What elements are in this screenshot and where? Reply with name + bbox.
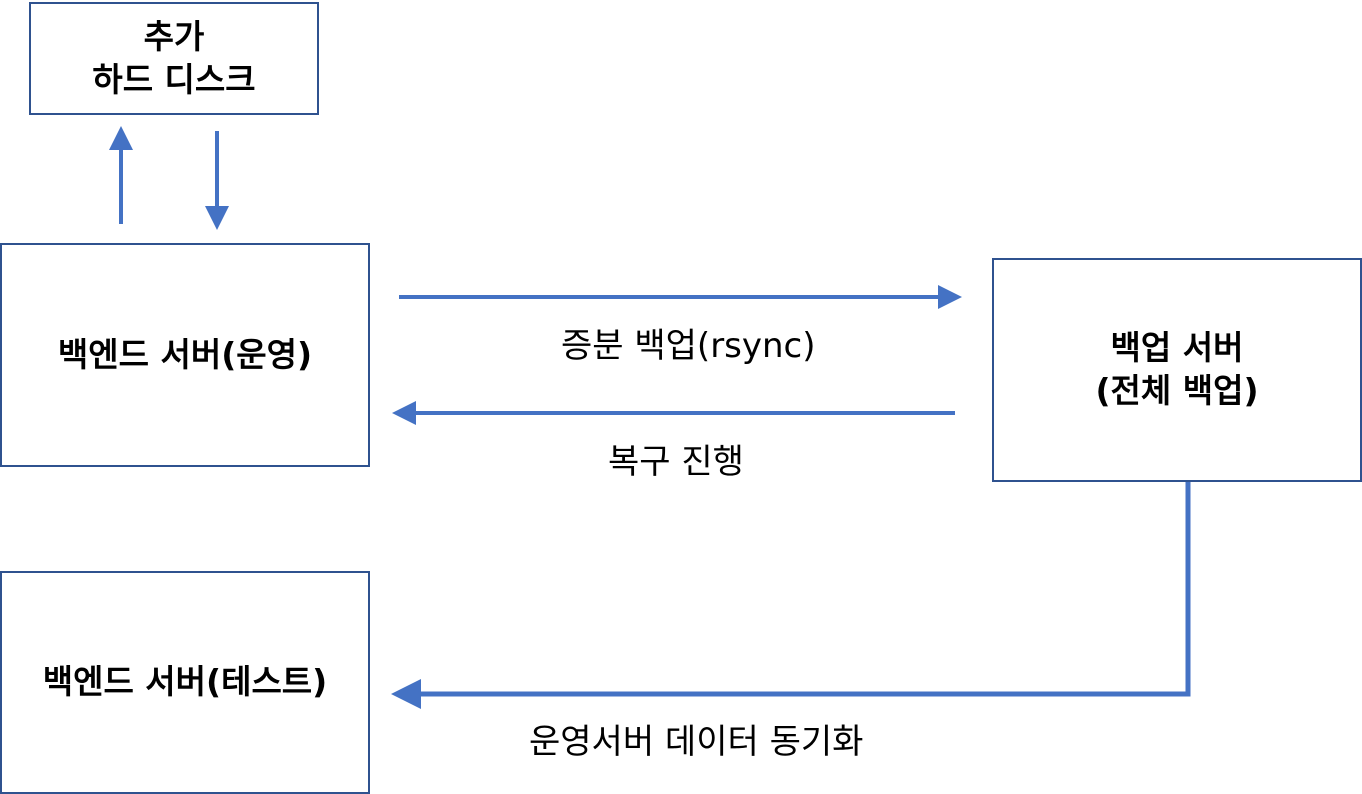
extra-disk-box: 추가 하드 디스크 <box>29 2 319 115</box>
restore-label: 복구 진행 <box>608 442 744 482</box>
backend-prod-label: 백엔드 서버(운영) <box>57 334 313 374</box>
incremental-backup-label: 증분 백업(rsync) <box>561 326 816 366</box>
extra-disk-label: 추가 하드 디스크 <box>92 16 256 99</box>
backend-prod-box: 백엔드 서버(운영) <box>0 243 370 467</box>
backend-test-label: 백엔드 서버(테스트) <box>42 662 328 702</box>
data-sync-label: 운영서버 데이터 동기화 <box>529 722 864 762</box>
backup-server-box: 백업 서버 (전체 백업) <box>992 258 1362 482</box>
backend-test-box: 백엔드 서버(테스트) <box>0 571 370 794</box>
backup-server-label: 백업 서버 (전체 백업) <box>1095 328 1259 410</box>
arrow-data-sync <box>391 481 1191 709</box>
